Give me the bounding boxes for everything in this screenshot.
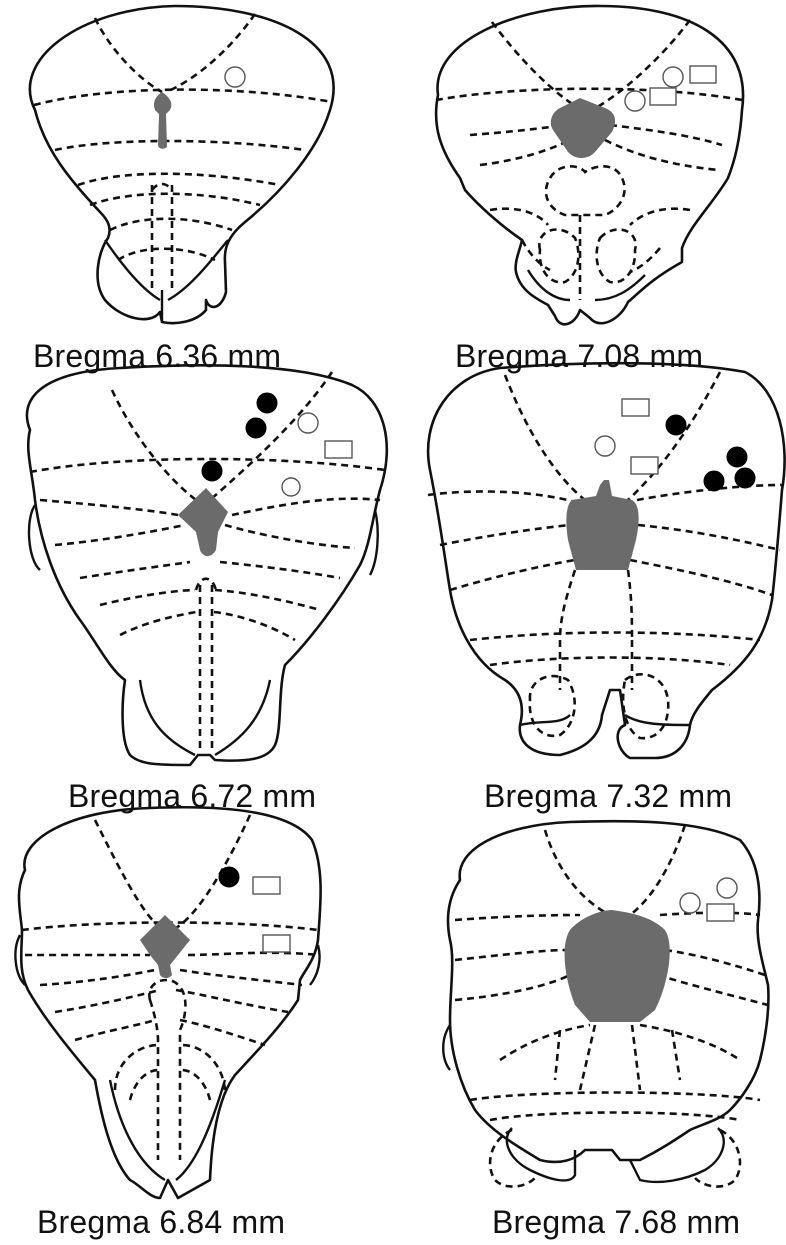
open-square-marker bbox=[650, 88, 676, 105]
caption-bregma-7-08: Bregma 7.08 mm bbox=[455, 338, 703, 375]
central-canal bbox=[565, 910, 670, 1022]
edge-line bbox=[443, 1025, 450, 1070]
section-bregma-6-72 bbox=[27, 365, 387, 765]
filled-circle-marker bbox=[219, 867, 239, 887]
open-circle-marker bbox=[595, 436, 615, 456]
filled-circle-marker bbox=[735, 468, 755, 488]
section-bregma-7-32 bbox=[428, 363, 785, 758]
open-circle-marker bbox=[680, 893, 700, 913]
open-square-marker bbox=[707, 904, 734, 921]
filled-circle-marker bbox=[704, 471, 724, 491]
section-bregma-6-84 bbox=[15, 807, 320, 1198]
caption-bregma-6-36: Bregma 6.36 mm bbox=[33, 338, 281, 375]
open-circle-marker bbox=[663, 67, 683, 87]
section-outline bbox=[27, 365, 387, 765]
filled-circle-marker bbox=[666, 415, 686, 435]
filled-circle-marker bbox=[727, 447, 747, 467]
open-circle-marker bbox=[225, 67, 245, 87]
section-bregma-7-68 bbox=[443, 821, 768, 1186]
caption-bregma-7-32: Bregma 7.32 mm bbox=[484, 778, 732, 815]
open-circle-marker bbox=[717, 878, 737, 898]
open-square-marker bbox=[263, 935, 290, 952]
section-bregma-7-08 bbox=[436, 6, 743, 324]
open-square-marker bbox=[622, 399, 649, 416]
caption-bregma-6-72: Bregma 6.72 mm bbox=[68, 778, 316, 815]
filled-circle-marker bbox=[257, 393, 277, 413]
section-bregma-6-36 bbox=[30, 6, 334, 323]
open-circle-marker bbox=[282, 478, 300, 496]
open-square-marker bbox=[631, 457, 658, 474]
caption-bregma-6-84: Bregma 6.84 mm bbox=[37, 1204, 285, 1241]
open-square-marker bbox=[690, 66, 716, 83]
open-square-marker bbox=[253, 877, 280, 894]
open-square-marker bbox=[325, 441, 352, 458]
open-circle-marker bbox=[298, 413, 318, 433]
open-circle-marker bbox=[625, 91, 645, 111]
section-outline bbox=[30, 6, 334, 323]
filled-circle-marker bbox=[246, 418, 266, 438]
caption-bregma-7-68: Bregma 7.68 mm bbox=[492, 1204, 740, 1241]
filled-circle-marker bbox=[202, 461, 222, 481]
section-outline bbox=[19, 807, 321, 1198]
